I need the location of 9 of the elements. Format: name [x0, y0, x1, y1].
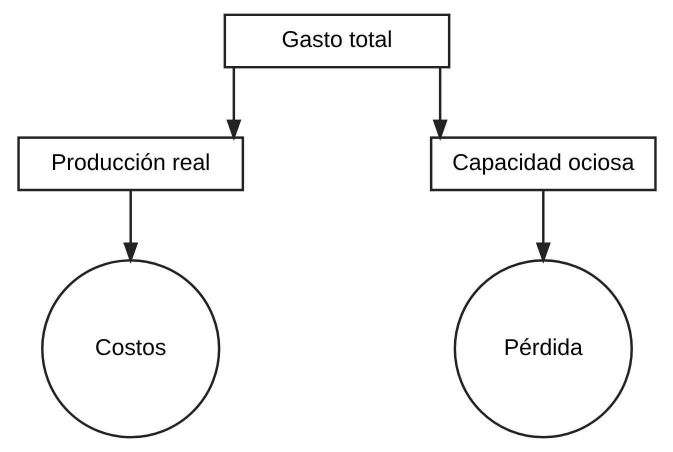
- arrow: [226, 68, 241, 141]
- arrow: [432, 68, 448, 141]
- arrow: [122, 190, 138, 264]
- arrow: [535, 190, 550, 264]
- node-box: Capacidad ociosa: [429, 136, 656, 192]
- node-circle: Pérdida: [453, 259, 632, 438]
- node-circle: Costos: [40, 259, 220, 438]
- node-box: Producción real: [16, 136, 244, 192]
- node-box: Gasto total: [223, 14, 450, 68]
